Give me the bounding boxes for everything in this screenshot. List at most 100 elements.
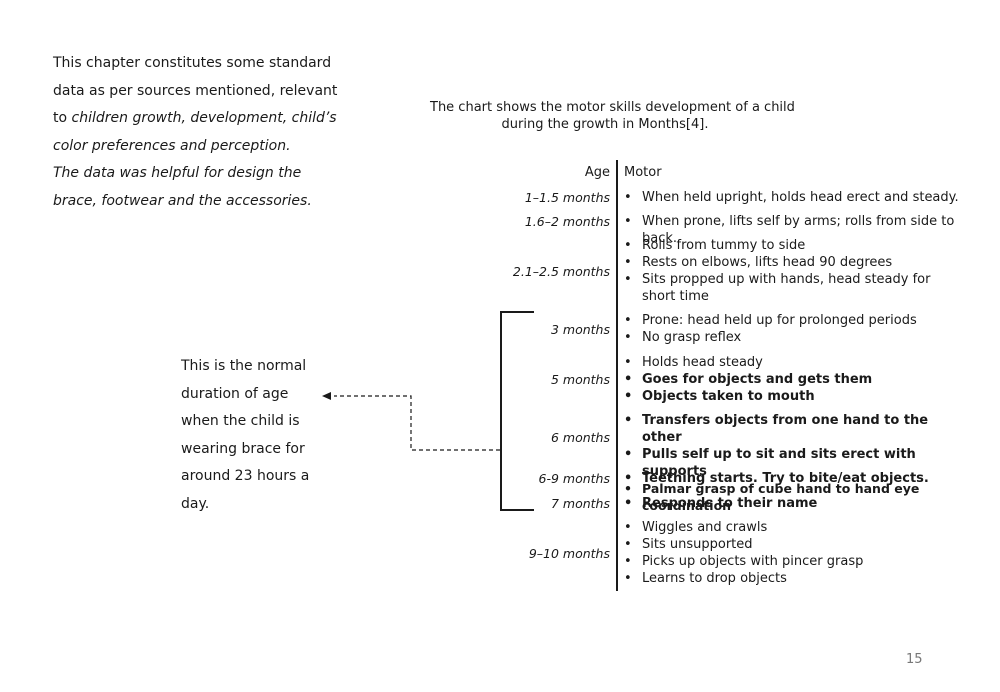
- motor-item-text: Prone: head held up for prolonged period…: [642, 313, 917, 328]
- intro-line: to children growth, development, child’s: [53, 105, 343, 133]
- bullet-icon: •: [624, 471, 633, 486]
- motor-item: • Palmar grasp of cube hand to hand eye c…: [624, 480, 969, 514]
- motor-item: • Learns to drop objects: [624, 570, 969, 587]
- motor-item: • No grasp reflex: [624, 329, 969, 346]
- intro-paragraph: This chapter constitutes some standard d…: [53, 50, 343, 216]
- note-line: This is the normal: [181, 358, 307, 374]
- bullet-icon: •: [624, 571, 632, 586]
- header-motor: Motor: [624, 165, 662, 180]
- intro-line: brace, footwear and the accessories.: [53, 192, 312, 209]
- motor-item-text: No grasp reflex: [642, 330, 742, 345]
- age-cell: 3 months: [550, 322, 610, 337]
- age-cell: 2.1–2.5 months: [512, 264, 610, 279]
- bullet-icon: •: [624, 520, 632, 535]
- motor-item: • Teething starts. Try to bite/eat object…: [624, 470, 969, 487]
- bullet-icon: •: [624, 537, 632, 552]
- motor-item: • Pulls self up to sit and sits erect wit…: [624, 446, 969, 480]
- caption-line: The chart shows the motor skills develop…: [430, 100, 795, 115]
- motor-cell: • Prone: head held up for prolonged perio…: [624, 312, 969, 346]
- bullet-icon: •: [624, 413, 633, 428]
- motor-cell: • When prone, lifts self by arms; rolls f…: [624, 213, 969, 247]
- note-line: around 23 hours a: [181, 468, 310, 485]
- motor-item-text: Sits propped up with hands, head steady …: [642, 272, 931, 304]
- bullet-icon: •: [624, 496, 633, 511]
- bullet-icon: •: [624, 272, 632, 287]
- age-cell: 1.6–2 months: [524, 214, 610, 229]
- motor-item: • Goes for objects and gets them: [624, 371, 969, 388]
- motor-cell: • Responds to their name: [624, 495, 969, 512]
- bullet-icon: •: [624, 313, 632, 328]
- table-divider: [616, 160, 618, 591]
- intro-text: to: [53, 110, 72, 127]
- bullet-icon: •: [624, 214, 632, 229]
- intro-line: This chapter constitutes some standard: [53, 55, 332, 71]
- motor-item-text: When held upright, holds head erect and …: [642, 190, 959, 205]
- motor-cell: • Wiggles and crawls • Sits unsupported • P…: [624, 519, 969, 587]
- age-cell: 7 months: [550, 496, 610, 511]
- bullet-icon: •: [624, 481, 632, 496]
- chart-caption: The chart shows the motor skills develop…: [430, 99, 795, 133]
- motor-item: • Prone: head held up for prolonged perio…: [624, 312, 969, 329]
- age-cell: 6 months: [550, 430, 610, 445]
- arrow-head-icon: [322, 392, 331, 400]
- bullet-icon: •: [624, 447, 633, 462]
- motor-item-text: Goes for objects and gets them: [642, 372, 873, 387]
- motor-item-text: When prone, lifts self by arms; rolls fr…: [642, 214, 955, 246]
- intro-line: data as per sources mentioned, relevant: [53, 82, 338, 99]
- intro-line: color preferences and perception.: [53, 137, 291, 154]
- bullet-icon: •: [624, 255, 632, 270]
- intro-line: The data was helpful for design the: [53, 165, 302, 182]
- motor-item: • When held upright, holds head erect and…: [624, 189, 969, 206]
- motor-item-text: Sits unsupported: [642, 537, 753, 552]
- motor-item-text: Objects taken to mouth: [642, 389, 815, 404]
- age-cell: 5 months: [550, 372, 610, 387]
- motor-item-text: Rests on elbows, lifts head 90 degrees: [642, 255, 893, 270]
- note-line: duration of age: [181, 385, 289, 402]
- dashed-connector: [334, 395, 500, 451]
- motor-item-text: Transfers objects from one hand to the o…: [642, 413, 929, 445]
- motor-item-text: Responds to their name: [642, 496, 818, 511]
- bullet-icon: •: [624, 554, 632, 569]
- age-cell: 9–10 months: [528, 546, 610, 561]
- note-line: day.: [181, 495, 210, 512]
- motor-item: • Rests on elbows, lifts head 90 degrees: [624, 254, 969, 271]
- motor-item: • When prone, lifts self by arms; rolls f…: [624, 213, 969, 247]
- bullet-icon: •: [624, 238, 632, 253]
- header-age: Age: [584, 165, 610, 180]
- motor-item-text: Picks up objects with pincer grasp: [642, 554, 864, 569]
- age-cell: 1–1.5 months: [524, 190, 610, 205]
- motor-item-text: Teething starts. Try to bite/eat objects…: [642, 471, 929, 486]
- motor-item-text: Holds head steady: [642, 355, 763, 370]
- age-bracket: [500, 311, 534, 511]
- motor-item-text: Palmar grasp of cube hand to hand eye co…: [642, 481, 920, 513]
- page-number: 15: [906, 652, 923, 667]
- motor-cell: • When held upright, holds head erect and…: [624, 189, 969, 206]
- motor-item-text: Learns to drop objects: [642, 571, 787, 586]
- motor-item: • Picks up objects with pincer grasp: [624, 553, 969, 570]
- note-line: when the child is: [181, 413, 300, 430]
- bullet-icon: •: [624, 355, 632, 370]
- motor-cell: • Holds head steady • Goes for objects and…: [624, 354, 969, 405]
- motor-item: • Wiggles and crawls: [624, 519, 969, 536]
- caption-line: during the growth in Months[4].: [501, 117, 709, 132]
- motor-item: • Sits propped up with hands, head steady…: [624, 271, 952, 305]
- motor-item-text: Wiggles and crawls: [642, 520, 768, 535]
- bullet-icon: •: [624, 330, 632, 345]
- motor-item: • Objects taken to mouth: [624, 388, 969, 405]
- bullet-icon: •: [624, 190, 632, 205]
- note-line: wearing brace for: [181, 440, 305, 457]
- motor-cell: • Teething starts. Try to bite/eat object…: [624, 470, 969, 487]
- motor-item-text: Pulls self up to sit and sits erect with…: [642, 447, 916, 479]
- bullet-icon: •: [624, 389, 633, 404]
- bullet-icon: •: [624, 372, 633, 387]
- motor-cell: •Rolls from tummy to side • Rests on elbo…: [624, 237, 969, 305]
- side-note: This is the normal duration of age when …: [181, 353, 311, 519]
- motor-cell: • Transfers objects from one hand to the …: [624, 412, 969, 514]
- age-cell: 6-9 months: [538, 471, 610, 486]
- motor-item: • Sits unsupported: [624, 536, 969, 553]
- motor-item: •Rolls from tummy to side: [624, 237, 969, 254]
- motor-item: • Holds head steady: [624, 354, 969, 371]
- motor-item: • Transfers objects from one hand to the …: [624, 412, 969, 446]
- motor-item: • Responds to their name: [624, 495, 969, 512]
